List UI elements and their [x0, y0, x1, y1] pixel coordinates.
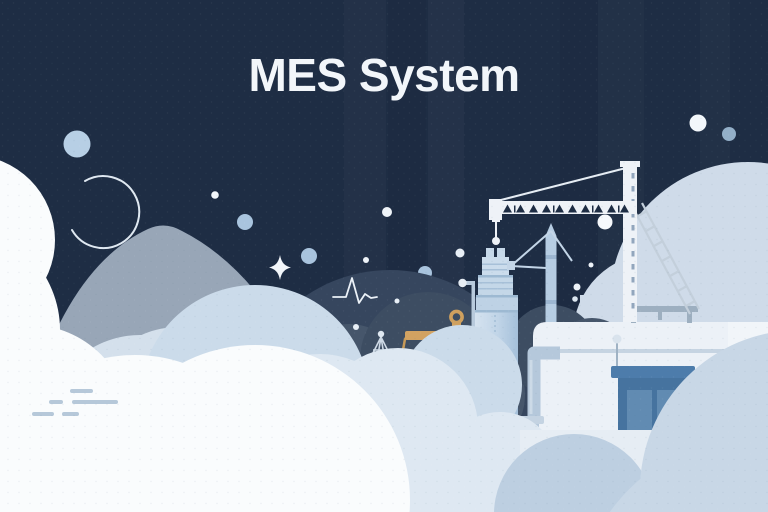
page-title: MES System [248, 49, 520, 101]
